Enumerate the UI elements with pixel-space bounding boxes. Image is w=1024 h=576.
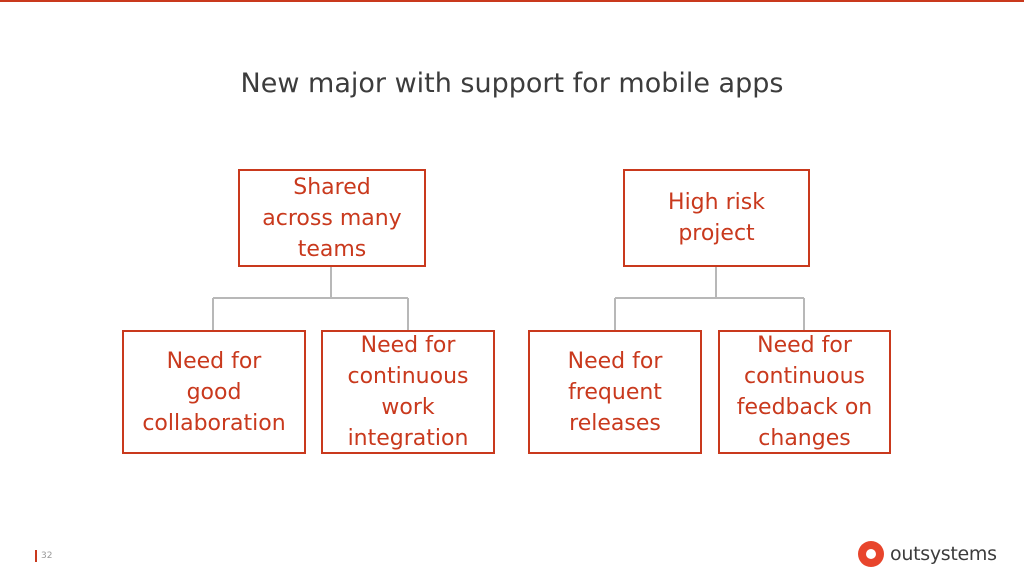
right-child-1-label: Need for frequent releases <box>567 348 663 436</box>
left-child-node-1: Need for good collaboration <box>122 330 306 454</box>
left-root-label: Shared across many teams <box>262 174 402 262</box>
right-child-node-2: Need for continuous feedback on changes <box>718 330 891 454</box>
top-accent-rule <box>0 0 1024 2</box>
page-number: 32 <box>41 551 53 561</box>
left-child-node-2: Need for continuous work integration <box>321 330 495 454</box>
left-child-2-label: Need for continuous work integration <box>347 333 469 451</box>
brand-name: outsystems <box>890 543 997 565</box>
outsystems-logo-icon <box>858 541 884 567</box>
left-child-1-label: Need for good collaboration <box>142 348 286 436</box>
brand-logo: outsystems <box>858 540 997 568</box>
left-root-node: Shared across many teams <box>238 169 426 267</box>
right-child-node-1: Need for frequent releases <box>528 330 702 454</box>
right-root-label: High risk project <box>668 190 765 246</box>
footer-accent-bar <box>35 550 37 562</box>
right-root-node: High risk project <box>623 169 810 267</box>
right-child-2-label: Need for continuous feedback on changes <box>736 333 873 451</box>
slide-title: New major with support for mobile apps <box>240 68 784 99</box>
